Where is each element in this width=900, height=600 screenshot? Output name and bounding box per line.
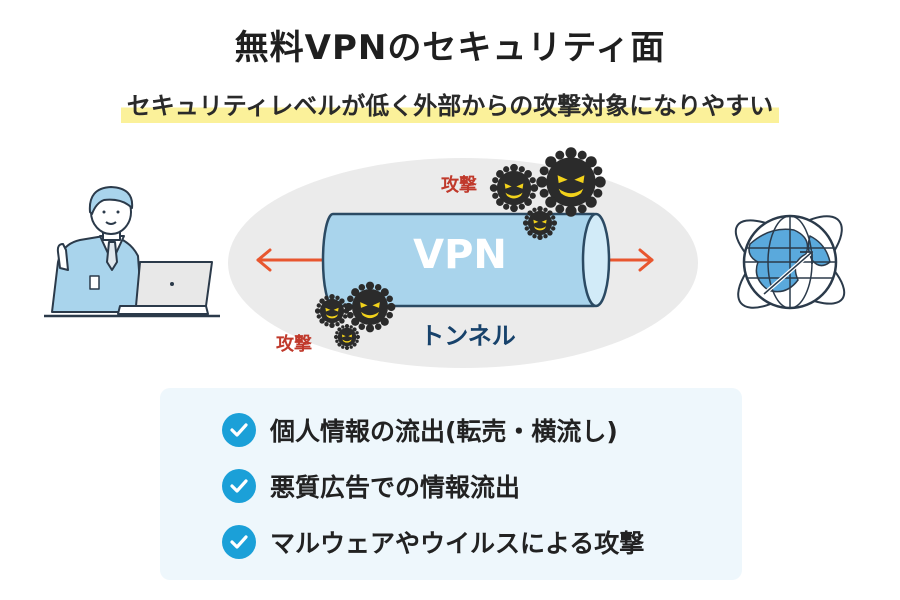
- attack-label-bottom: 攻撃: [276, 334, 312, 355]
- vpn-diagram: [44, 147, 846, 368]
- risk-text: マルウェアやウイルスによる攻撃: [270, 529, 645, 558]
- check-circle-icon: [222, 525, 256, 559]
- risk-item: 個人情報の流出(転売・横流し): [222, 410, 618, 450]
- check-circle-icon: [222, 413, 256, 447]
- risk-item: 悪質広告での情報流出: [222, 466, 520, 506]
- page-title: 無料VPNのセキュリティ面: [234, 28, 666, 68]
- tunnel-label: トンネル: [420, 322, 516, 350]
- risk-text: 悪質広告での情報流出: [270, 473, 521, 502]
- attack-label-top: 攻撃: [441, 175, 477, 196]
- left-arrow-icon: [256, 248, 326, 272]
- risk-item: マルウェアやウイルスによる攻撃: [222, 522, 644, 562]
- check-circle-icon: [222, 469, 256, 503]
- globe-network-icon: [734, 214, 846, 310]
- page-subtitle: セキュリティレベルが低く外部からの攻撃対象になりやすい: [120, 86, 780, 123]
- vpn-tunnel: [321, 212, 611, 308]
- risk-panel: 個人情報の流出(転売・横流し) 悪質広告での情報流出 マルウェアやウイルスによる…: [160, 388, 742, 580]
- user-at-laptop-icon: [44, 186, 220, 318]
- risk-text: 個人情報の流出(転売・横流し): [270, 417, 618, 446]
- vpn-label: VPN: [413, 232, 507, 278]
- subtitle-container: セキュリティレベルが低く外部からの攻撃対象になりやすい: [0, 86, 900, 123]
